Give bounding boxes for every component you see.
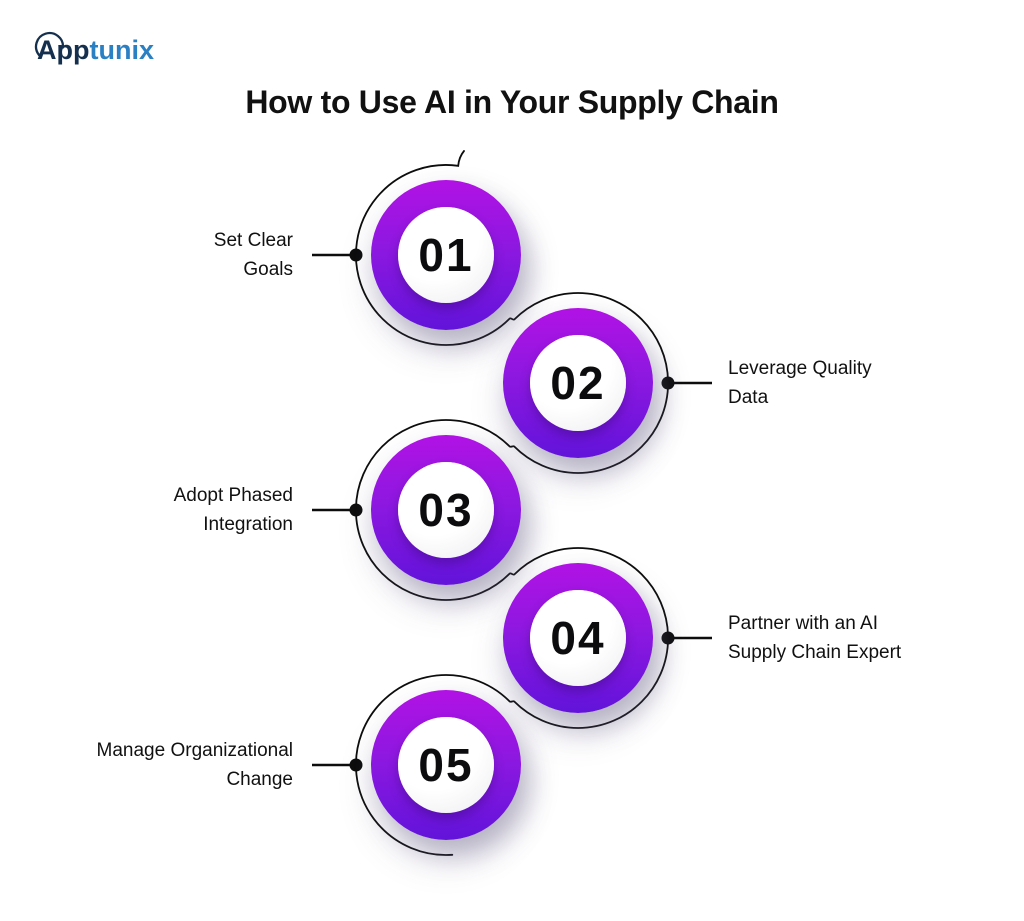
step-ring-5: 05 xyxy=(371,690,521,840)
step-circle-2: 02 xyxy=(503,308,653,458)
step-disc-2: 02 xyxy=(530,335,626,431)
step-label-2: Leverage Quality Data xyxy=(728,354,978,412)
step-label-1-line-2: Goals xyxy=(243,259,293,280)
connector-dot-5 xyxy=(349,758,363,772)
step-label-5-line-2: Change xyxy=(226,769,293,790)
step-label-4-line-2: Supply Chain Expert xyxy=(728,642,902,663)
step-number-2: 02 xyxy=(550,357,606,409)
connector-dot-2 xyxy=(661,376,675,390)
step-ring-2: 02 xyxy=(503,308,653,458)
step-number-4: 04 xyxy=(550,612,606,664)
step-ring-1: 01 xyxy=(371,180,521,330)
step-label-5: Manage Organizational Change xyxy=(43,736,293,794)
step-label-4-line-1: Partner with an AI xyxy=(728,613,878,634)
step-label-3-line-1: Adopt Phased xyxy=(173,485,293,506)
step-label-2-line-2: Data xyxy=(728,387,769,408)
step-label-3: Adopt Phased Integration xyxy=(43,481,293,539)
step-label-2-line-1: Leverage Quality xyxy=(728,358,872,379)
step-number-1: 01 xyxy=(418,229,474,281)
apptunix-logo: Apptunix xyxy=(34,22,184,68)
connector-dot-3 xyxy=(349,503,363,517)
step-circle-3: 03 xyxy=(371,435,521,585)
step-disc-5: 05 xyxy=(398,717,494,813)
step-circle-1: 01 xyxy=(371,180,521,330)
step-disc-4: 04 xyxy=(530,590,626,686)
step-circle-4: 04 xyxy=(503,563,653,713)
step-label-1-line-1: Set Clear xyxy=(213,230,293,251)
step-number-3: 03 xyxy=(418,484,474,536)
step-ring-3: 03 xyxy=(371,435,521,585)
step-label-3-line-2: Integration xyxy=(203,514,293,535)
logo-wordmark: Apptunix xyxy=(37,35,154,65)
step-ring-4: 04 xyxy=(503,563,653,713)
logo-swoosh-icon xyxy=(34,31,65,57)
step-circle-5: 05 xyxy=(371,690,521,840)
step-number-5: 05 xyxy=(418,739,474,791)
step-label-1: Set Clear Goals xyxy=(43,226,293,284)
connector-dot-4 xyxy=(661,631,675,645)
step-label-4: Partner with an AI Supply Chain Expert xyxy=(728,609,978,667)
step-disc-3: 03 xyxy=(398,462,494,558)
step-label-5-line-1: Manage Organizational xyxy=(96,740,293,761)
page-title: How to Use AI in Your Supply Chain xyxy=(245,84,779,120)
step-disc-1: 01 xyxy=(398,207,494,303)
connector-dot-1 xyxy=(349,248,363,262)
